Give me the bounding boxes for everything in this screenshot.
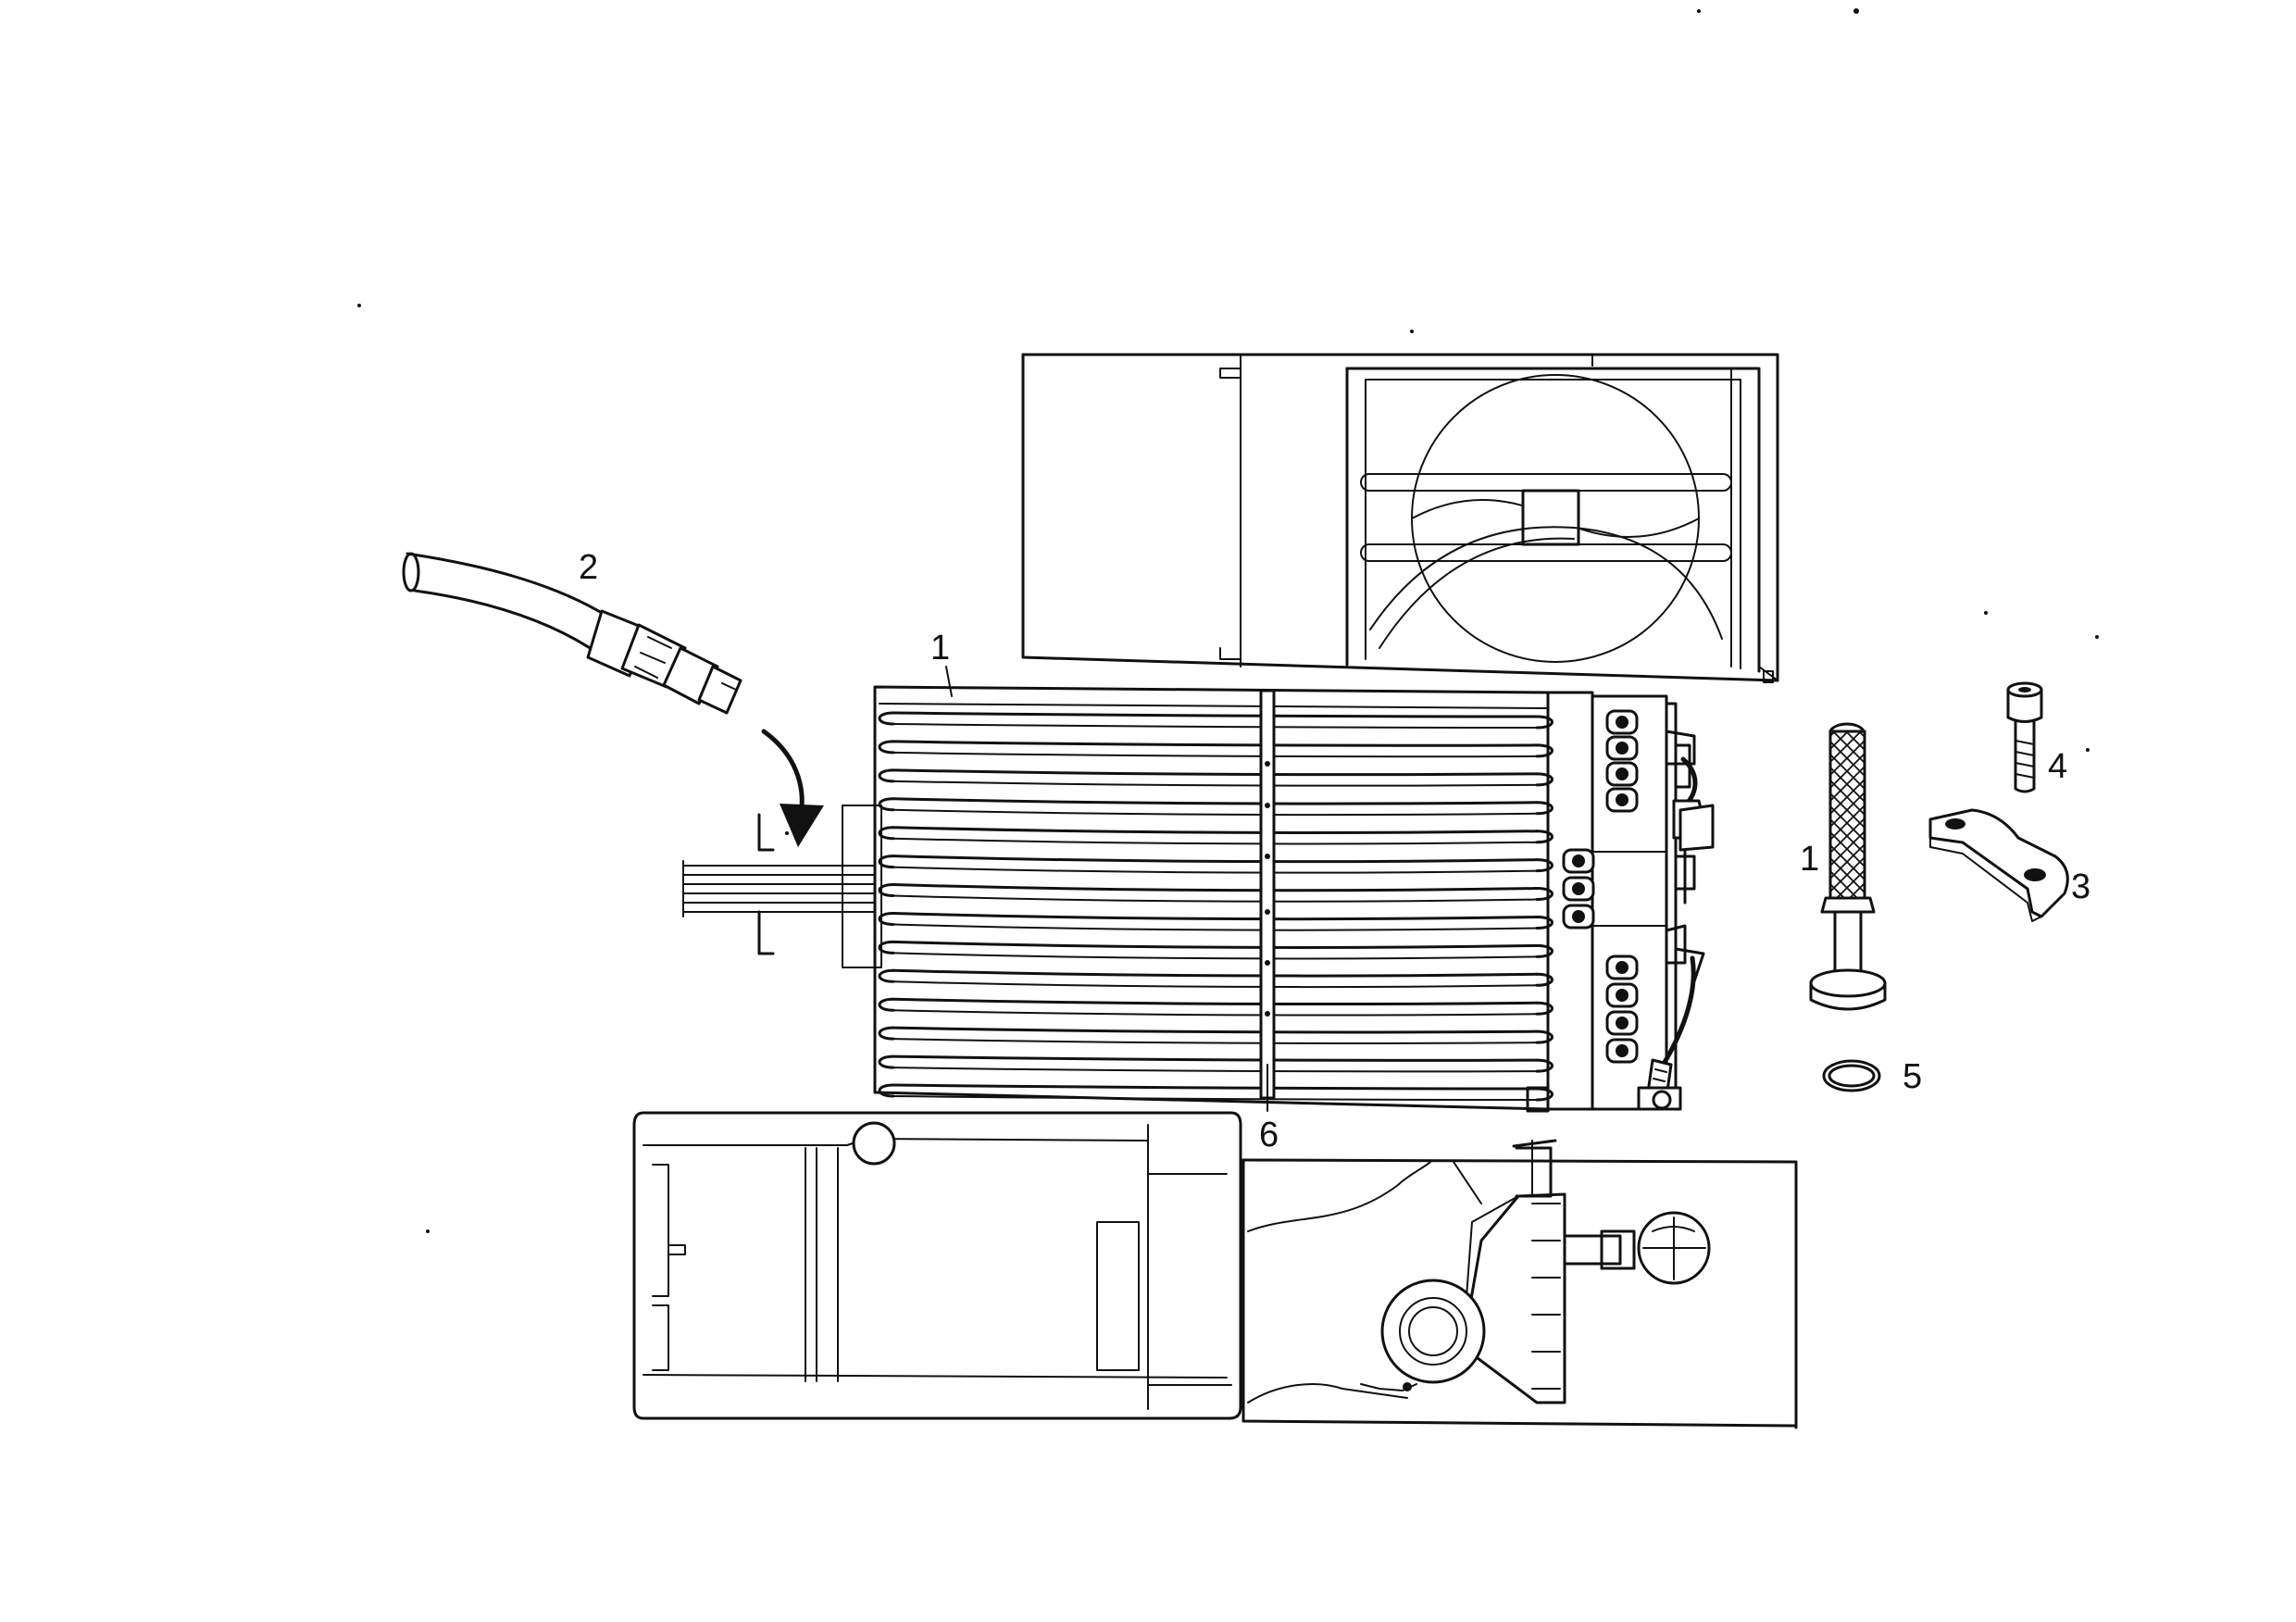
hose-fitting	[402, 552, 742, 715]
manifold-port	[1605, 1038, 1639, 1064]
condenser-tube	[878, 883, 1554, 903]
support-strap	[1259, 689, 1276, 1112]
condenser-tube	[878, 768, 1554, 787]
manifold-port	[1562, 848, 1595, 874]
socket-screw	[2006, 681, 2043, 793]
o-ring	[1822, 1059, 1881, 1092]
callout-support-strap: 6	[1259, 1116, 1279, 1154]
flange-clamp	[1928, 808, 2069, 922]
callout-flange-clamp: 3	[2071, 867, 2090, 906]
callout-drier-hose: 1	[1800, 840, 1819, 879]
callout-socket-screw: 4	[2048, 747, 2067, 786]
condenser-tube	[878, 1054, 1554, 1073]
condenser-core	[682, 685, 1715, 1113]
fan-housing	[1021, 353, 1779, 683]
condenser-tube	[878, 1026, 1554, 1044]
condenser-tube	[878, 855, 1554, 874]
scan-specks	[357, 8, 2099, 1233]
condenser-tubes	[878, 711, 1554, 1102]
manifold-ports	[1562, 709, 1639, 1064]
condenser-tube	[878, 1083, 1554, 1102]
manifold-port	[1605, 982, 1639, 1008]
assembly-arrow-icon	[761, 729, 824, 847]
manifold-port	[1562, 876, 1595, 902]
manifold-port	[1605, 709, 1639, 735]
condenser-tube	[878, 711, 1554, 730]
condenser-tube	[878, 826, 1554, 845]
callout-hose-fitting: 2	[579, 548, 598, 587]
condenser-tube	[878, 940, 1554, 960]
lower-evaporator-box	[1242, 1139, 1798, 1429]
manifold-port	[1562, 904, 1595, 930]
callout-condenser-core: 1	[930, 629, 950, 668]
condenser-tube	[878, 911, 1554, 931]
condenser-tube	[878, 740, 1554, 758]
callout-o-ring: 5	[1903, 1057, 1922, 1096]
manifold-port	[1605, 954, 1639, 980]
manifold-port	[1605, 1010, 1639, 1036]
condenser-tube	[878, 968, 1554, 989]
manifold-port	[1605, 735, 1639, 761]
manifold-port	[1605, 761, 1639, 787]
drier-hose	[1809, 722, 1887, 1011]
manifold-port	[1605, 787, 1639, 813]
condenser-tube	[878, 797, 1554, 817]
condenser-tube	[878, 997, 1554, 1017]
lower-duct-left	[632, 1111, 1242, 1420]
